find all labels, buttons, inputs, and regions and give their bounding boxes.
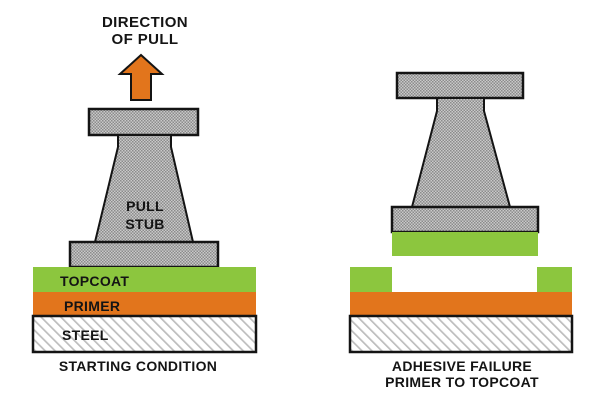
pull-stub-cap-left	[87, 107, 200, 137]
direction-of-pull-label-line1: DIRECTION	[102, 14, 188, 31]
direction-of-pull-label-line2: OF PULL	[112, 31, 179, 48]
steel-layer-left	[31, 314, 258, 354]
adhesive-failure-caption-line2: PRIMER TO TOPCOAT	[385, 374, 539, 390]
topcoat-label: TOPCOAT	[60, 273, 129, 289]
topcoat-remnant-right	[537, 267, 572, 292]
pull-stub-base-right	[390, 205, 540, 234]
detached-topcoat-on-stub	[392, 232, 538, 256]
pull-stub-base-left	[68, 240, 220, 269]
topcoat-layer-left	[33, 267, 256, 292]
adhesive-failure-caption-line1: ADHESIVE FAILURE	[392, 358, 532, 374]
up-arrow-icon	[117, 53, 165, 101]
pull-stub-label-line2: STUB	[125, 216, 164, 232]
primer-layer-right	[350, 292, 572, 316]
steel-layer-right	[348, 314, 574, 354]
pull-stub-cap-right	[395, 71, 525, 100]
topcoat-remnant-left	[350, 267, 392, 292]
primer-layer-left	[33, 292, 256, 316]
pull-stub-stem-right	[410, 97, 512, 208]
starting-condition-diagram: DIRECTION OF PULL PULL STUB TOPCOAT PRIM…	[31, 14, 258, 374]
steel-label: STEEL	[62, 327, 109, 343]
primer-label: PRIMER	[64, 298, 120, 314]
starting-condition-caption: STARTING CONDITION	[59, 358, 217, 374]
adhesive-failure-diagram: ADHESIVE FAILURE PRIMER TO TOPCOAT	[348, 71, 574, 390]
pull-stub-label-line1: PULL	[126, 198, 164, 214]
